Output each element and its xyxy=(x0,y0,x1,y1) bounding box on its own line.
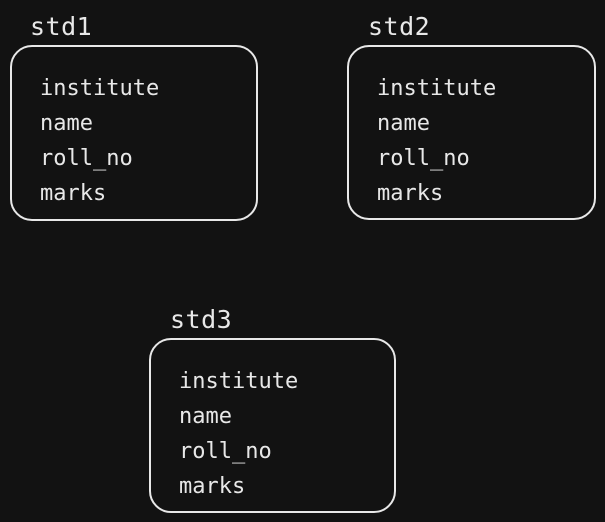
field-roll-no: roll_no xyxy=(179,439,272,464)
object-title: std2 xyxy=(368,12,431,41)
field-roll-no: roll_no xyxy=(377,146,470,171)
field-name: name xyxy=(377,111,430,136)
field-institute: institute xyxy=(179,369,299,394)
field-list: institute name roll_no marks xyxy=(40,71,159,211)
field-list: institute name roll_no marks xyxy=(179,364,298,504)
object-box: institute name roll_no marks xyxy=(10,45,258,221)
field-name: name xyxy=(40,111,93,136)
field-institute: institute xyxy=(377,76,497,101)
object-box: institute name roll_no marks xyxy=(347,45,596,220)
object-title: std1 xyxy=(30,12,93,41)
field-list: institute name roll_no marks xyxy=(377,71,496,211)
field-marks: marks xyxy=(377,181,444,206)
field-marks: marks xyxy=(40,181,107,206)
field-institute: institute xyxy=(40,76,160,101)
field-marks: marks xyxy=(179,474,246,499)
object-title: std3 xyxy=(170,305,233,334)
field-name: name xyxy=(179,404,232,429)
field-roll-no: roll_no xyxy=(40,146,133,171)
object-box: institute name roll_no marks xyxy=(149,338,396,513)
